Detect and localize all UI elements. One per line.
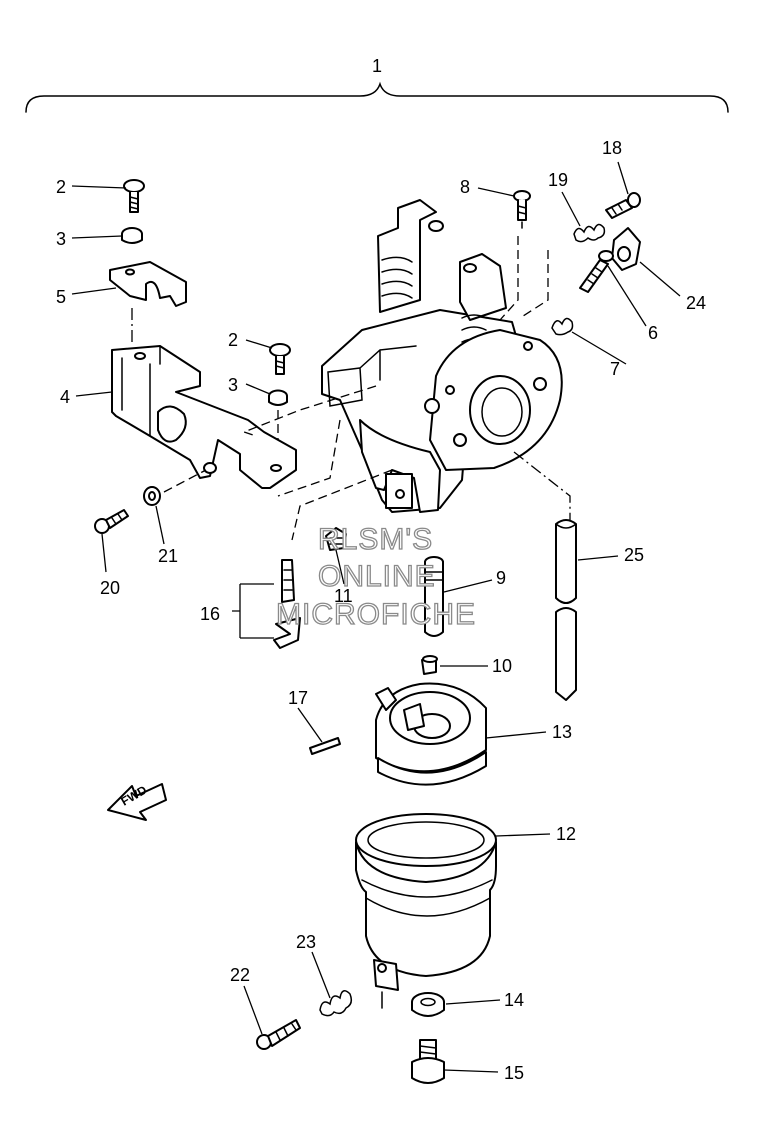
callout-2-middle: 2 (228, 330, 238, 350)
callout-17: 17 (288, 688, 308, 708)
part-2-screw-top (123, 179, 145, 213)
part-14-washer (411, 992, 445, 1017)
watermark-line-1: RLSM'S (318, 523, 433, 556)
callout-13: 13 (552, 722, 572, 742)
part-17-pin (309, 737, 341, 755)
callout-1: 1 (372, 56, 382, 76)
part-9-emulsion-tube (424, 556, 444, 637)
part-3-washer-middle (268, 389, 288, 406)
callout-20: 20 (100, 578, 120, 598)
watermark-line-3: MICROFICHE (276, 598, 476, 631)
callout-8: 8 (460, 177, 470, 197)
part-21-washer (143, 486, 161, 506)
part-7-spring (551, 317, 574, 336)
part-18-screw (605, 192, 641, 219)
part-25-tube (555, 519, 577, 701)
callout-2-top: 2 (56, 177, 66, 197)
part-3-washer-top (121, 227, 143, 244)
callout-16: 16 (200, 604, 220, 624)
callout-10: 10 (492, 656, 512, 676)
callout-15: 15 (504, 1063, 524, 1083)
part-24-cap (611, 227, 641, 271)
callout-6: 6 (648, 323, 658, 343)
callout-12: 12 (556, 824, 576, 844)
callout-3-top: 3 (56, 229, 66, 249)
part-5-clamp (109, 261, 187, 307)
callout-14: 14 (504, 990, 524, 1010)
callout-18: 18 (602, 138, 622, 158)
part-22-screw (256, 1019, 301, 1050)
assembly-bracket (25, 81, 729, 113)
part-8-screw (513, 190, 531, 229)
part-13-float (375, 682, 487, 786)
part-11-jet (325, 527, 347, 551)
part-19-spring (573, 223, 606, 243)
carburetor-body (321, 199, 563, 513)
watermark-line-2: ONLINE (318, 560, 436, 593)
callout-9: 9 (496, 568, 506, 588)
part-20-screw (94, 509, 129, 534)
fwd-arrow-icon: FWD (107, 783, 167, 821)
callout-5: 5 (56, 287, 66, 307)
callout-23: 23 (296, 932, 316, 952)
callout-22: 22 (230, 965, 250, 985)
part-4-bracket (111, 345, 297, 489)
part-15-bolt (411, 1039, 445, 1084)
watermark: RLSM'S ONLINE MICROFICHE (275, 522, 476, 631)
callout-21: 21 (158, 546, 178, 566)
part-12-float-bowl (355, 813, 497, 1009)
callout-11: 11 (334, 586, 353, 606)
callout-24: 24 (686, 293, 706, 313)
part-16-needle-valve (273, 559, 301, 649)
callout-7: 7 (610, 359, 620, 379)
part-6-needle-screw (579, 250, 614, 293)
callout-3-middle: 3 (228, 375, 238, 395)
part-16-brace (232, 583, 274, 639)
leader-lines (71, 161, 681, 1073)
part-23-spring (319, 990, 353, 1017)
callout-19: 19 (548, 170, 568, 190)
callout-25: 25 (624, 545, 644, 565)
part-10-jet (421, 655, 438, 675)
callout-4: 4 (60, 387, 70, 407)
part-2-screw-middle (269, 343, 291, 375)
